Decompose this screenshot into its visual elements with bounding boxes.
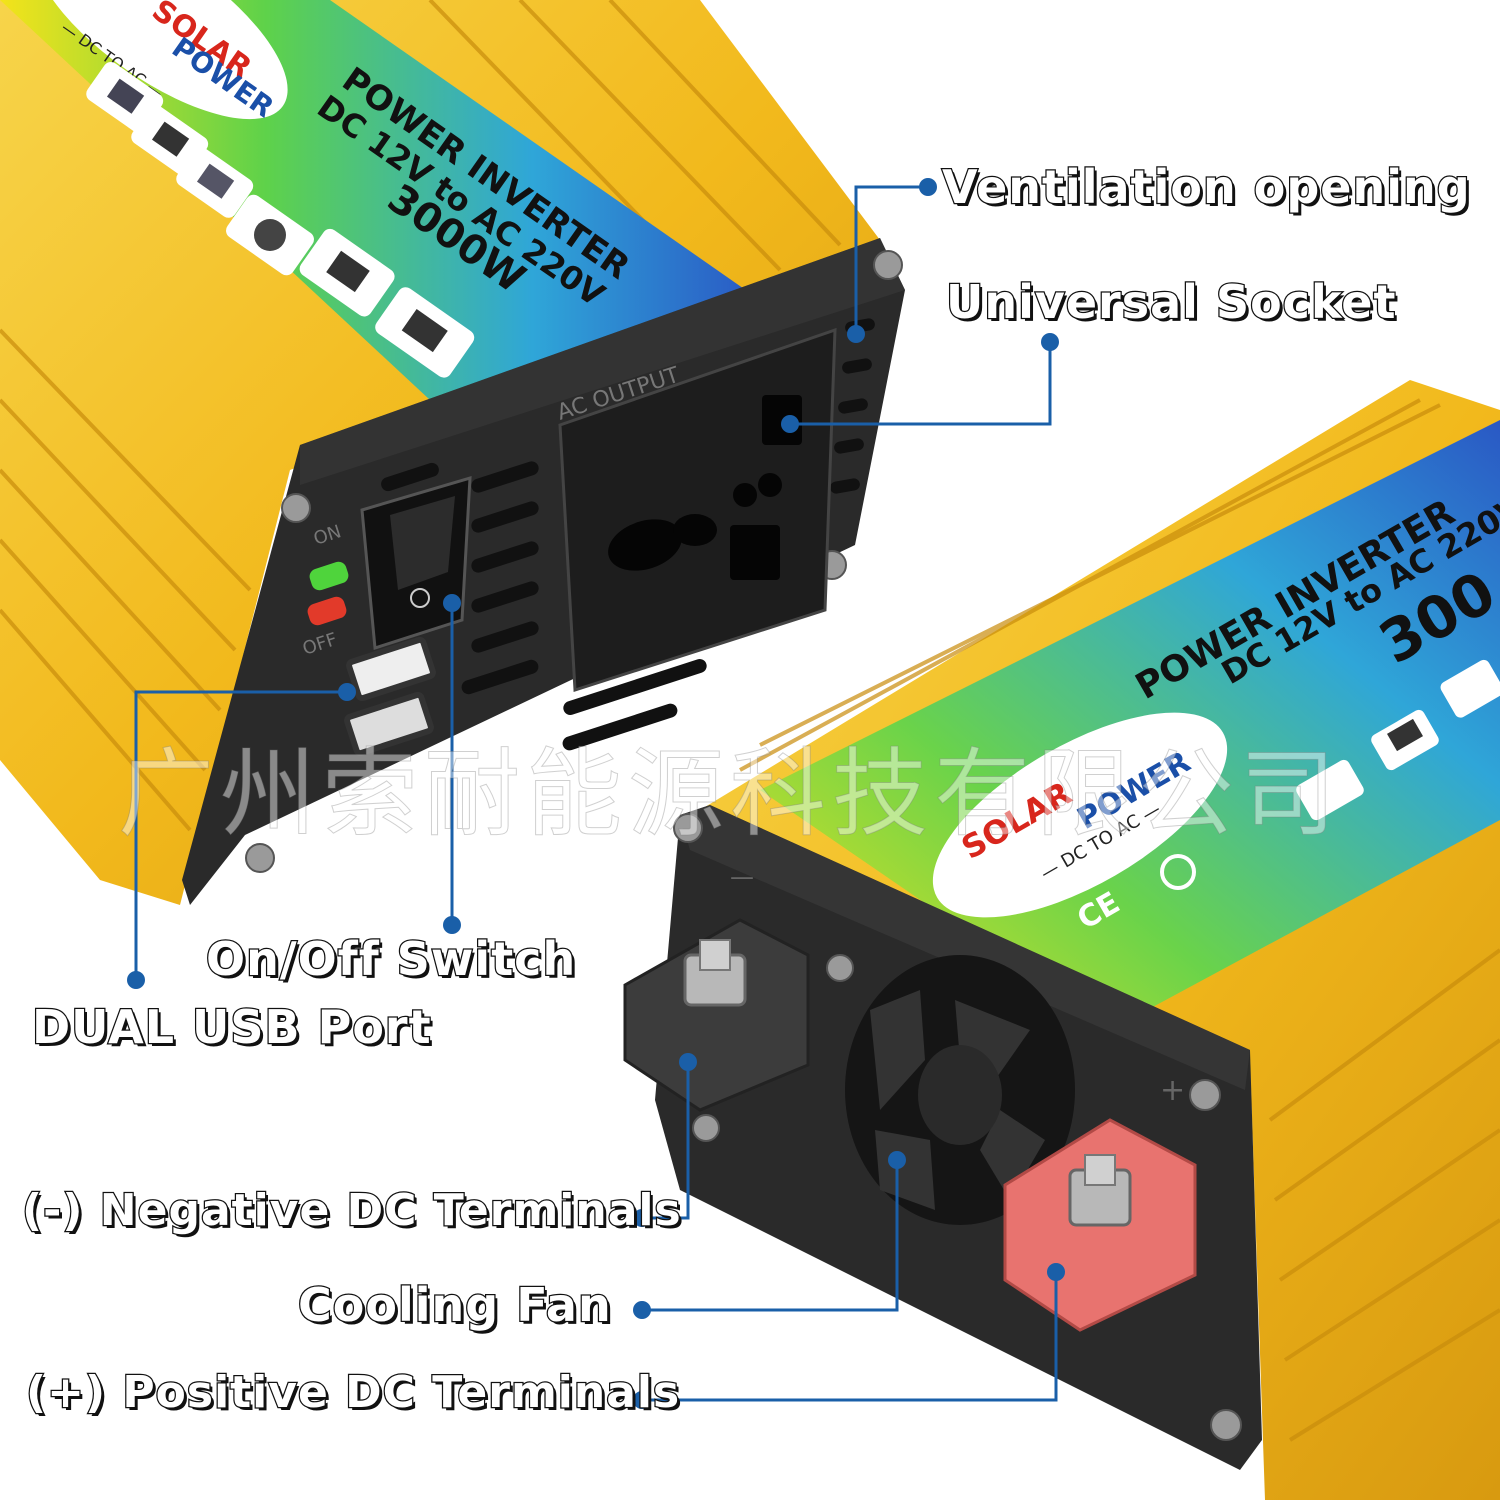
ventilation-slots: [381, 318, 875, 751]
dot-negative-start: [679, 1053, 697, 1071]
callout-line-usb: [134, 690, 347, 980]
dot-usb-start: [338, 683, 356, 701]
top-brand-oval: [32, 0, 288, 120]
dot-fan-start: [888, 1151, 906, 1169]
dot-socket-end: [1041, 333, 1059, 351]
top-housing: [0, 0, 880, 905]
dot-ventilation-end: [919, 178, 937, 196]
callout-line-negative: [642, 1062, 690, 1220]
bottom-brand-oval: [932, 712, 1228, 918]
dot-switch-end: [443, 916, 461, 934]
callout-line-ventilation: [854, 185, 928, 334]
dot-positive-end: [633, 1391, 651, 1409]
top-appliance-icons: [86, 62, 475, 378]
callout-positive-dc-terminals: (+) Positive DC Terminals: [25, 1366, 681, 1420]
minus-sign: —: [730, 863, 754, 891]
company-watermark: 广州索耐能源科技有限公司: [118, 738, 1342, 851]
dot-socket-start: [781, 415, 799, 433]
top-inverter: SOLAR POWER — DC TO AC — POWER INVERTER …: [0, 0, 905, 905]
callout-ventilation-opening: Ventilation opening: [941, 159, 1471, 216]
dot-switch-start: [443, 594, 461, 612]
callout-cooling-fan: Cooling Fan: [297, 1277, 612, 1334]
socket-holes: [608, 395, 802, 580]
bottom-panel-screws: [673, 813, 1242, 1441]
callout-lines: [134, 185, 1058, 1402]
callout-line-positive: [642, 1272, 1058, 1402]
top-housing-fins: [0, 0, 842, 832]
dot-negative-end: [633, 1209, 651, 1227]
callout-line-universal-socket: [790, 342, 1052, 426]
plus-sign: +: [1160, 1073, 1185, 1108]
dot-ventilation-start: [847, 325, 865, 343]
recycle-icon: [1160, 854, 1196, 890]
led-red: [307, 596, 347, 626]
bottom-housing-fins: [739, 398, 1500, 1442]
dot-fan-end: [633, 1301, 651, 1319]
bottom-appliance-icons: [1296, 659, 1500, 821]
callout-line-fan: [642, 1160, 899, 1312]
callout-dots: [127, 178, 1065, 1409]
dot-positive-start: [1047, 1263, 1065, 1281]
callout-universal-socket: Universal Socket: [945, 274, 1397, 331]
negative-dc-terminal: [623, 918, 810, 1112]
callout-negative-dc-terminals: (-) Negative DC Terminals: [21, 1184, 682, 1238]
bottom-inverter: SOLAR POWER — DC TO AC — POWER INVERTER …: [623, 380, 1500, 1500]
callout-dual-usb-port: DUAL USB Port: [31, 999, 432, 1056]
callout-on-off-switch: On/Off Switch: [205, 931, 577, 988]
usb-port-2: [344, 691, 434, 757]
usb-port-1: [346, 636, 436, 702]
dot-usb-end: [127, 971, 145, 989]
led-green: [309, 561, 349, 591]
